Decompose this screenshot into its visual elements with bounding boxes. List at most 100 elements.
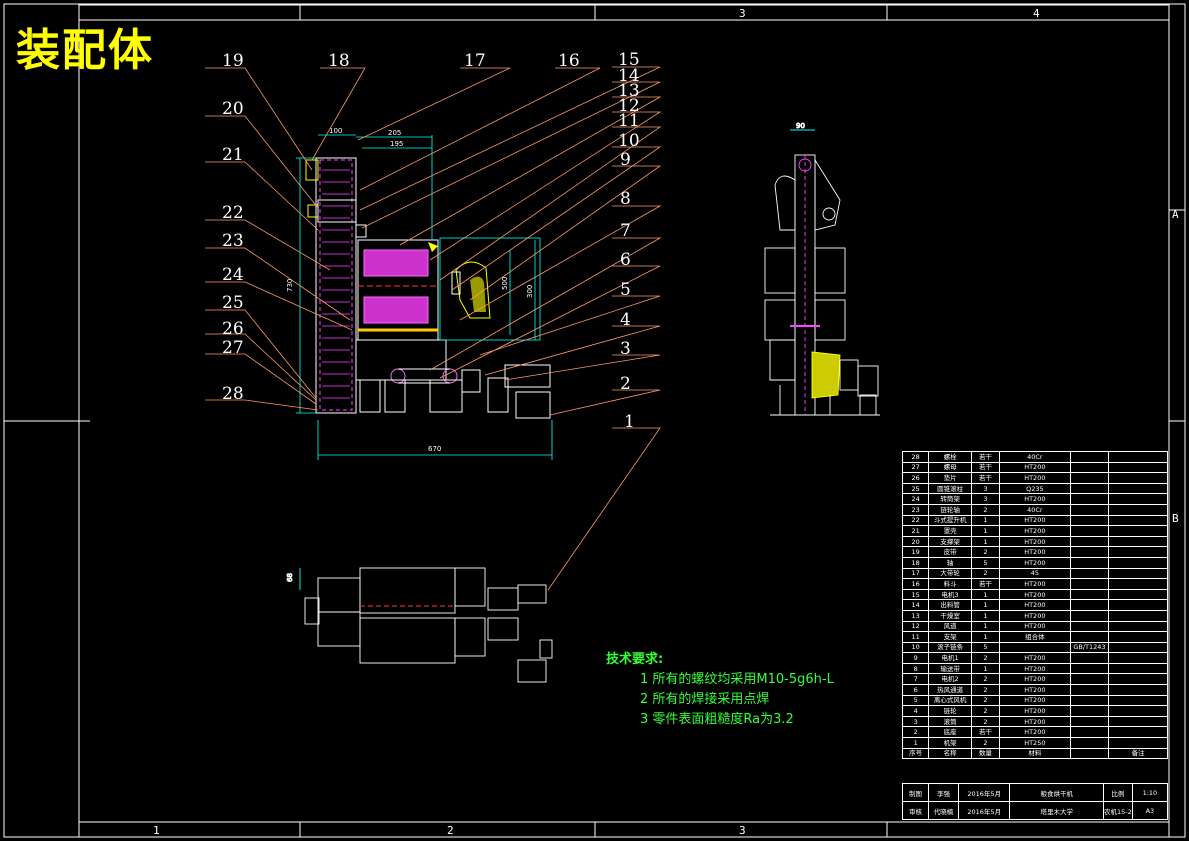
bom-cell: 1 [970,525,1001,537]
part-labels: 19 18 17 16 15 14 13 12 11 10 9 8 7 6 5 … [222,50,640,432]
zone-right-B: B [1172,512,1179,525]
bom-cell [1069,472,1110,484]
bom-cell: 电机3 [928,588,972,601]
bom-cell [1108,705,1168,717]
bom-cell: 若干 [970,451,1001,463]
bom-cell: 机架 [928,737,972,749]
bom-cell: 1 [901,737,930,749]
bom-cell [1108,514,1168,527]
bom-cell: 28 [901,451,930,463]
part-label: 24 [222,265,244,285]
bom-cell [1108,525,1168,537]
bom-cell: GB/T1243 [1069,641,1110,654]
part-label: 27 [222,338,244,358]
bom-cell: 6 [901,684,930,696]
bom-cell: HT200 [999,599,1071,611]
bom-cell [1069,493,1110,505]
bom-cell: 2 [970,705,1001,717]
bom-cell: HT200 [999,535,1071,548]
zone-top-4: 4 [1033,7,1040,20]
part-label: 26 [222,319,244,339]
bom-cell: HT250 [999,737,1071,749]
bom-cell [1108,482,1168,495]
bom-cell: 链轮轴 [928,503,972,516]
top-view: 68 [286,567,553,683]
bom-cell [1069,662,1110,675]
bom-cell: 底座 [928,726,972,739]
part-label: 20 [222,99,244,119]
bom-cell: 1 [970,631,1001,643]
bom-cell: 大带轮 [928,567,972,580]
bom-cell: 16 [901,578,930,590]
bom-cell: 7 [901,673,930,686]
bom-cell: 40Cr [999,503,1071,516]
title-cell: 李强 [927,783,960,802]
bom-cell [1069,694,1110,707]
part-label: 16 [558,51,580,71]
dim-300: 300 [526,285,534,298]
bom-cell: 序号 [901,747,930,760]
bom-cell: 14 [901,599,930,611]
tech-item: 3 零件表面粗糙度Ra为3.2 [640,712,794,727]
part-label: 13 [618,81,640,101]
bom-cell: 1 [970,620,1001,633]
bom-cell: 21 [901,525,930,537]
bom-cell: HT200 [999,652,1071,664]
part-label: 23 [222,231,244,251]
bom-cell: 垫片 [928,472,972,484]
bom-cell [1108,641,1168,654]
bom-cell: 1 [970,588,1001,601]
part-label: 28 [222,384,244,404]
bom-cell: 3 [901,715,930,728]
bom-cell: 24 [901,493,930,505]
zone-top-3: 3 [739,7,746,20]
bom-cell: 滚子链条 [928,641,972,654]
bom-cell [1069,715,1110,728]
bom-cell [1069,652,1110,664]
tech-requirements: 技术要求: 1 所有的螺纹均采用M10-5g6h-L 2 所有的焊接采用点焊 3… [606,650,834,730]
part-label: 3 [620,339,631,359]
title-row-1: 制图 李强 2016年5月 粮食烘干机 比例 1:10 [902,783,1169,802]
part-label: 25 [222,293,244,313]
bom-cell [1069,567,1110,580]
bom-cell: 数量 [970,747,1001,760]
bom-cell: 5 [901,694,930,707]
zone-right-A: A [1172,208,1179,221]
bom-cell [1069,556,1110,569]
part-label: 19 [222,51,244,71]
bom-cell: HT200 [999,684,1071,696]
bom-cell: Q235 [999,482,1071,495]
zone-bottom-1: 1 [153,824,160,837]
part-label: 21 [222,145,244,165]
bom-cell: 电机2 [928,673,972,686]
bom-cell: 若干 [970,726,1001,739]
bom-cell: 4 [901,705,930,717]
front-view: 100 205 195 730 300 500 670 [286,127,553,460]
bom-cell [1108,609,1168,622]
bom-cell: 热风通道 [928,684,972,696]
leader-lines [205,66,662,591]
bom-cell [1108,556,1168,569]
bom-cell: 1 [970,599,1001,611]
part-label: 1 [624,412,635,432]
bom-cell: HT200 [999,546,1071,558]
bom-cell [1069,451,1110,463]
bom-cell: 11 [901,631,930,643]
bom-cell [1069,461,1110,474]
bom-cell: 若干 [970,461,1001,474]
part-label: 4 [620,310,631,330]
title-cell: 比例 [1102,783,1133,802]
bom-cell: 转筒架 [928,493,972,505]
bom-cell: 5 [970,641,1001,654]
zone-bottom-2: 2 [447,824,454,837]
